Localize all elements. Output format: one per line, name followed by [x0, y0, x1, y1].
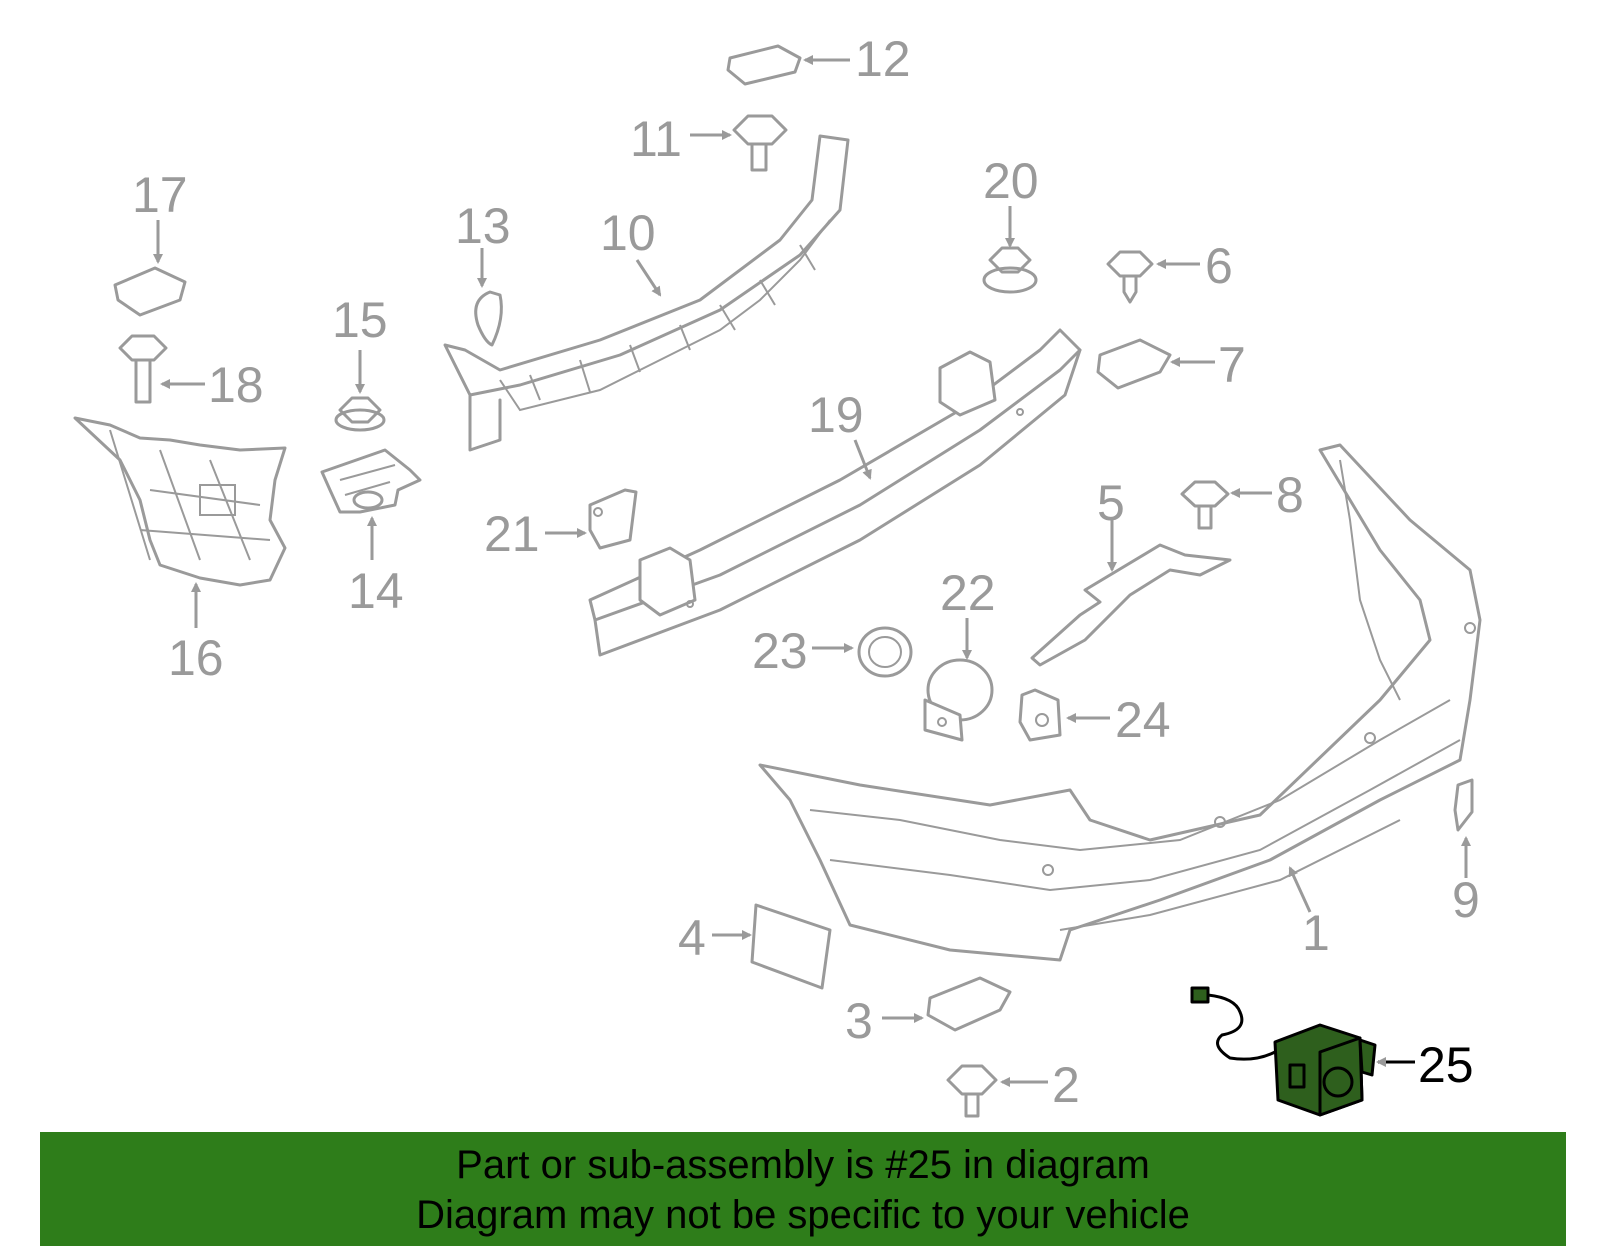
part-16-bracket[interactable]: 16 [73, 416, 287, 686]
part-9-clip[interactable]: 9 [1452, 778, 1480, 928]
part-18-bolt[interactable]: 18 [118, 334, 264, 413]
part-23-grommet[interactable]: 23 [752, 623, 913, 679]
banner-line-1: Part or sub-assembly is #25 in diagram [456, 1143, 1150, 1187]
part-3-shim[interactable]: 3 [845, 976, 1012, 1049]
callout-24: 24 [1115, 692, 1171, 748]
banner-line-2: Diagram may not be specific to your vehi… [416, 1193, 1190, 1237]
callout-3: 3 [845, 993, 873, 1049]
callout-12: 12 [855, 31, 911, 87]
info-banner: Part or sub-assembly is #25 in diagram D… [40, 1132, 1566, 1246]
callout-10: 10 [600, 205, 656, 261]
part-21-clip[interactable]: 21 [484, 488, 638, 562]
part-5-trim[interactable]: 5 [1030, 475, 1232, 667]
part-19-reinforcement[interactable]: 19 [588, 328, 1082, 657]
callout-23: 23 [752, 623, 808, 679]
callout-6: 6 [1205, 238, 1233, 294]
part-6-bolt[interactable]: 6 [1106, 238, 1233, 304]
part-25-camera-highlighted[interactable]: 25 [1190, 986, 1474, 1117]
part-10-absorber[interactable]: 10 [443, 134, 850, 452]
callout-21: 21 [484, 506, 540, 562]
part-2-bolt[interactable]: 2 [946, 1057, 1080, 1118]
callout-15: 15 [332, 292, 388, 348]
part-15-nut[interactable]: 15 [332, 292, 388, 432]
part-24-bracket[interactable]: 24 [1018, 688, 1171, 748]
callout-25: 25 [1418, 1037, 1474, 1093]
part-7-shim[interactable]: 7 [1096, 337, 1246, 393]
callout-13: 13 [455, 198, 511, 254]
callout-14: 14 [348, 563, 404, 619]
callout-11: 11 [630, 111, 682, 167]
callout-2: 2 [1052, 1057, 1080, 1113]
callout-17: 17 [132, 167, 188, 223]
part-17-shim[interactable]: 17 [113, 167, 188, 317]
part-20-nut[interactable]: 20 [982, 153, 1039, 294]
callout-5: 5 [1097, 475, 1125, 531]
callout-19: 19 [808, 387, 864, 443]
part-1-bumper-cover[interactable]: 1 [758, 443, 1482, 962]
part-14-mount[interactable]: 14 [320, 448, 422, 619]
callout-22: 22 [940, 565, 996, 621]
callout-8: 8 [1276, 467, 1304, 523]
part-22-sensor-holder[interactable]: 22 [923, 565, 996, 742]
part-11-bolt[interactable]: 11 [630, 111, 788, 172]
part-4-pad[interactable]: 4 [678, 903, 832, 990]
part-13-clip[interactable]: 13 [455, 198, 511, 347]
callout-4: 4 [678, 910, 706, 966]
callout-18: 18 [208, 357, 264, 413]
callout-7: 7 [1218, 337, 1246, 393]
callout-9: 9 [1452, 872, 1480, 928]
callout-1: 1 [1302, 905, 1330, 961]
part-8-bolt[interactable]: 8 [1180, 467, 1304, 530]
part-12-shim[interactable]: 12 [726, 31, 911, 87]
callout-16: 16 [168, 630, 224, 686]
callout-20: 20 [983, 153, 1039, 209]
